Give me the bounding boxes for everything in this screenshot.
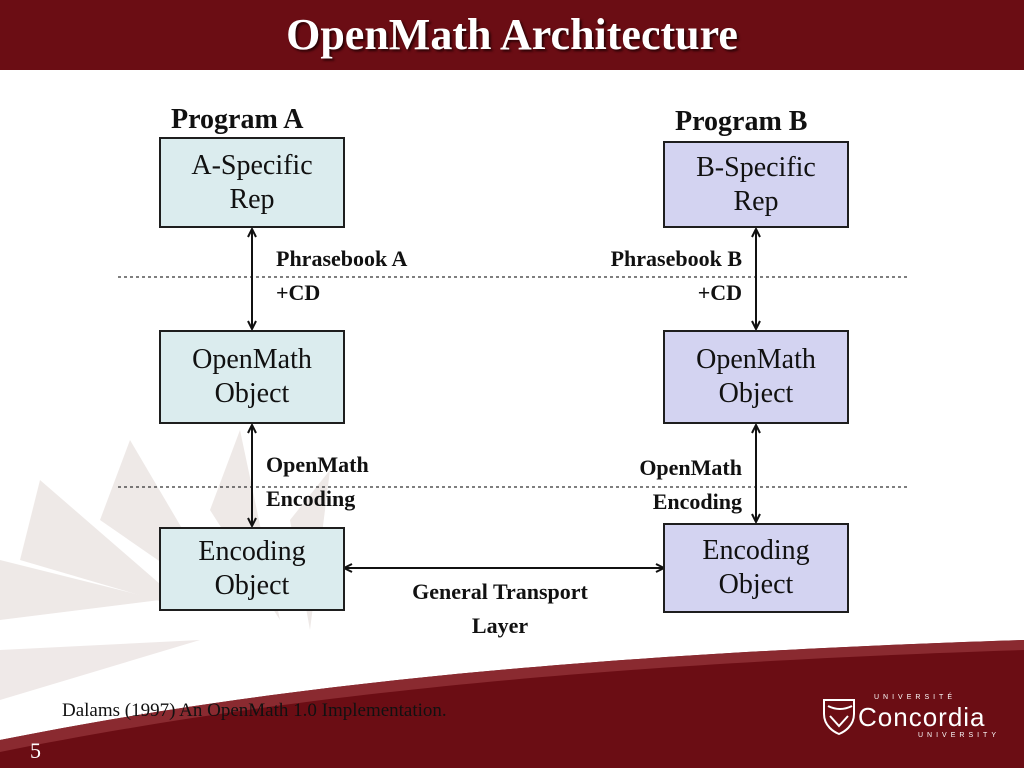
label-line: Phrasebook B	[610, 246, 742, 271]
logo-bottom-text: UNIVERSITY	[918, 732, 1001, 739]
box-line: Object	[718, 378, 794, 409]
box-line: B-Specific	[696, 151, 816, 183]
phrasebook-b-label: Phrasebook B +CD	[560, 242, 742, 310]
openmath-encoding-b-label: OpenMath Encoding	[560, 451, 742, 519]
label-line: Phrasebook A	[276, 246, 408, 271]
page-number: 5	[30, 738, 41, 763]
box-line: Rep	[733, 185, 779, 217]
box-line: OpenMath	[696, 344, 816, 375]
a-specific-rep-box: A-Specific Rep	[159, 137, 345, 228]
program-b-title: Program B	[675, 106, 808, 137]
label-line: +CD	[697, 280, 742, 305]
label-line: Encoding	[652, 489, 742, 514]
footer-swoosh-highlight	[0, 640, 1024, 752]
b-encoding-object-box: Encoding Object	[663, 523, 849, 613]
label-line: +CD	[276, 280, 321, 305]
label-line: Layer	[471, 613, 529, 638]
b-specific-rep-box: B-Specific Rep	[663, 141, 849, 228]
logo-main-text: Concordia	[858, 702, 986, 732]
label-line: General Transport	[412, 579, 588, 604]
program-a-title: Program A	[171, 104, 304, 135]
box-line: OpenMath	[192, 344, 312, 375]
openmath-encoding-a-label: OpenMath Encoding	[266, 448, 369, 516]
box-line: Rep	[229, 183, 275, 215]
label-line: OpenMath	[639, 455, 742, 480]
transport-layer-label: General Transport Layer	[375, 575, 625, 643]
box-line: Encoding	[702, 535, 810, 566]
box-line: Object	[214, 570, 290, 601]
label-line: OpenMath	[266, 452, 369, 477]
box-line: Encoding	[198, 536, 306, 567]
box-line: A-Specific	[191, 149, 313, 181]
concordia-logo: UNIVERSITÉ Concordia UNIVERSITY	[822, 694, 1002, 744]
box-line: Object	[718, 569, 794, 600]
b-openmath-object-box: OpenMath Object	[663, 330, 849, 424]
citation-text: Dalams (1997) An OpenMath 1.0 Implementa…	[62, 700, 447, 721]
a-openmath-object-box: OpenMath Object	[159, 330, 345, 424]
a-encoding-object-box: Encoding Object	[159, 527, 345, 611]
phrasebook-a-label: Phrasebook A +CD	[276, 242, 407, 310]
label-line: Encoding	[266, 486, 356, 511]
slide-title: OpenMath Architecture	[286, 10, 738, 59]
logo-top-text: UNIVERSITÉ	[874, 694, 957, 701]
shield-icon	[823, 699, 855, 736]
box-line: Object	[214, 378, 290, 409]
title-bar	[0, 0, 1024, 70]
footer-swoosh	[0, 640, 1024, 768]
